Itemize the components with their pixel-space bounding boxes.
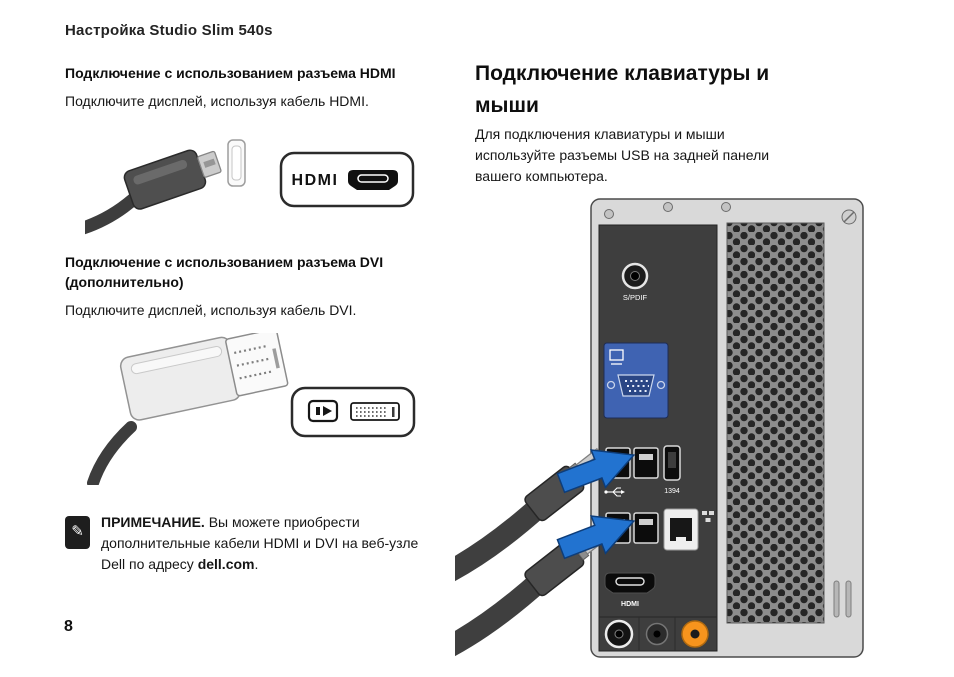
- dvi-cable: [87, 333, 289, 485]
- note: ✎ ПРИМЕЧАНИЕ. Вы можете приобрести допол…: [65, 512, 433, 575]
- dell-com-text: dell.com: [197, 556, 255, 572]
- hdmi-rear-port: HDMI: [604, 572, 656, 608]
- note-icon: ✎: [65, 516, 90, 549]
- ethernet-port: [663, 508, 714, 551]
- page-number: 8: [64, 618, 73, 635]
- network-icon: [702, 511, 714, 522]
- hdmi-badge: HDMI: [279, 151, 415, 208]
- note-text: ПРИМЕЧАНИЕ. Вы можете приобрести дополни…: [101, 512, 433, 575]
- dvi-section-heading: Подключение с использованием разъема DVI…: [65, 254, 384, 290]
- note-body: Вы можете приобрести дополнительные кабе…: [101, 514, 419, 572]
- hdmi-rear-label: HDMI: [621, 601, 639, 608]
- dvi-badge: [290, 386, 416, 438]
- usb-icon: [604, 487, 625, 497]
- hdmi-port-icon: [348, 170, 398, 190]
- vent-grille: [726, 222, 825, 624]
- note-label: ПРИМЕЧАНИЕ.: [101, 514, 205, 530]
- audio-jacks: [599, 616, 717, 651]
- dvi-section-body: Подключите дисплей, используя кабель DVI…: [65, 302, 357, 318]
- hdmi-cable: [85, 149, 222, 235]
- hdmi-plug-front-icon: [227, 139, 246, 187]
- hdmi-logo: HDMI: [292, 172, 339, 189]
- spdif-label: S/PDIF: [623, 293, 648, 302]
- vga-port: [603, 342, 669, 419]
- keyboard-mouse-body: Для подключения клавиатуры и мыши исполь…: [475, 126, 770, 184]
- dvi-cable-illustration: [87, 333, 416, 485]
- firewire-port: 1394: [663, 445, 681, 495]
- dvi-port-icon: [350, 402, 400, 421]
- firewire-label: 1394: [664, 488, 680, 495]
- keyboard-mouse-heading: Подключение клавиатуры и мыши: [475, 62, 770, 117]
- arrow-icon-top: [556, 449, 636, 494]
- rear-panel-illustration: S/PDIF 1394: [455, 198, 864, 658]
- note-period: .: [254, 556, 259, 572]
- hdmi-section-body: Подключите дисплей, используя кабель HDM…: [65, 93, 369, 109]
- page-header: Настройка Studio Slim 540s: [65, 22, 273, 39]
- display-icon: [307, 399, 339, 423]
- hdmi-section-heading: Подключение с использованием разъема HDM…: [65, 65, 396, 81]
- spdif-port: S/PDIF: [621, 262, 649, 302]
- arrow-icon-bottom: [556, 515, 636, 560]
- pencil-glyph: ✎: [71, 523, 84, 541]
- hdmi-cable-illustration: HDMI: [85, 139, 415, 235]
